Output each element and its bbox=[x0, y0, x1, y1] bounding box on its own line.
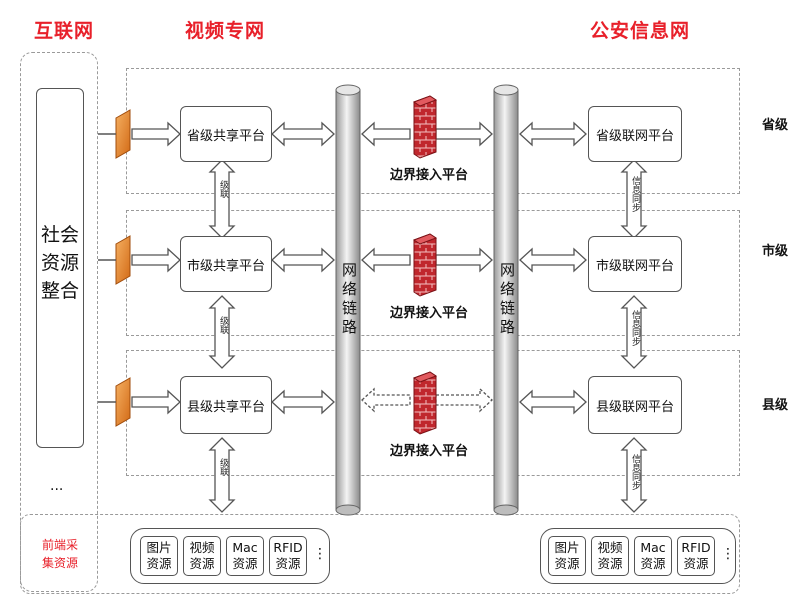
sync-label-video-2: 级联 bbox=[218, 316, 228, 334]
lane-front-end bbox=[20, 514, 740, 594]
share-platform-province[interactable]: 省级共享平台 bbox=[180, 106, 272, 162]
social-label-3: 整合 bbox=[40, 280, 79, 302]
police-platform-city[interactable]: 市级联网平台 bbox=[588, 236, 682, 292]
police-platform-label: 市级联网平台 bbox=[595, 258, 674, 274]
resource-more-left: ⋮ bbox=[313, 546, 327, 562]
arrow-police-vert-3 bbox=[620, 437, 648, 513]
resource-video-left[interactable]: 视频资源 bbox=[183, 536, 221, 576]
tier-label-county: 县级 bbox=[762, 398, 789, 413]
border-label-province: 边界接入平台 bbox=[390, 168, 469, 183]
social-ellipsis: ... bbox=[50, 478, 64, 494]
share-platform-city[interactable]: 市级共享平台 bbox=[180, 236, 272, 292]
link-label-police: 网络链路 bbox=[498, 262, 516, 338]
arrow-fw-pipe-right-province bbox=[435, 121, 493, 147]
pipe-video bbox=[335, 84, 361, 516]
arrow-pipe-police-county bbox=[519, 389, 587, 415]
header-video-net: 视频专网 bbox=[185, 20, 266, 42]
firewall-icon-city bbox=[412, 233, 438, 297]
police-platform-label: 省级联网平台 bbox=[595, 128, 674, 144]
link-label-video: 网络链路 bbox=[340, 262, 358, 338]
resource-mac-left[interactable]: Mac资源 bbox=[226, 536, 264, 576]
arrow-gw-share-city bbox=[131, 247, 181, 273]
resource-image-right[interactable]: 图片资源 bbox=[548, 536, 586, 576]
tier-label-province: 省级 bbox=[762, 118, 789, 133]
internet-zone bbox=[20, 52, 98, 592]
gateway-icon-county bbox=[98, 377, 131, 427]
police-platform-county[interactable]: 县级联网平台 bbox=[588, 376, 682, 434]
arrow-pipe-police-city bbox=[519, 247, 587, 273]
arrow-share-pipe-county bbox=[271, 389, 335, 415]
arrow-pipe-fw-left-county bbox=[361, 387, 411, 413]
header-internet: 互联网 bbox=[34, 20, 95, 42]
gateway-icon-city bbox=[98, 235, 131, 285]
firewall-icon-province bbox=[412, 95, 438, 159]
border-label-city: 边界接入平台 bbox=[390, 306, 469, 321]
resource-rfid-right[interactable]: RFID资源 bbox=[677, 536, 715, 576]
arrow-share-vert-3 bbox=[208, 437, 236, 513]
arrow-share-pipe-city bbox=[271, 247, 335, 273]
arrow-share-vert-1 bbox=[208, 159, 236, 239]
pipe-police bbox=[493, 84, 519, 516]
sync-label-video-3: 级联 bbox=[218, 458, 228, 476]
header-police-net: 公安信息网 bbox=[590, 20, 691, 42]
arrow-gw-share-province bbox=[131, 121, 181, 147]
front-end-label: 前端采 集资源 bbox=[30, 536, 90, 572]
share-platform-county[interactable]: 县级共享平台 bbox=[180, 376, 272, 434]
social-label-2: 资源 bbox=[40, 252, 79, 274]
arrow-gw-share-county bbox=[131, 389, 181, 415]
sync-label-video-1: 级联 bbox=[218, 180, 228, 198]
firewall-icon-county bbox=[412, 371, 438, 435]
arrow-pipe-fw-left-city bbox=[361, 247, 411, 273]
share-platform-label: 市级共享平台 bbox=[186, 258, 265, 274]
gateway-icon-province bbox=[98, 109, 131, 159]
resource-image-left[interactable]: 图片资源 bbox=[140, 536, 178, 576]
resource-rfid-left[interactable]: RFID资源 bbox=[269, 536, 307, 576]
arrow-police-vert-2 bbox=[620, 295, 648, 369]
arrow-pipe-fw-left-province bbox=[361, 121, 411, 147]
arrow-fw-pipe-right-county bbox=[435, 387, 493, 413]
tier-label-city: 市级 bbox=[762, 244, 789, 259]
social-resource-box: 社会 资源 整合 bbox=[36, 88, 84, 448]
police-platform-province[interactable]: 省级联网平台 bbox=[588, 106, 682, 162]
share-platform-label: 省级共享平台 bbox=[186, 128, 265, 144]
share-platform-label: 县级共享平台 bbox=[186, 399, 265, 415]
sync-label-police-2: 信息同步 bbox=[630, 310, 640, 346]
arrow-share-vert-2 bbox=[208, 295, 236, 369]
social-label-1: 社会 bbox=[40, 224, 79, 246]
arrow-pipe-police-province bbox=[519, 121, 587, 147]
resource-video-right[interactable]: 视频资源 bbox=[591, 536, 629, 576]
front-end-label-line1: 前端采 bbox=[41, 538, 78, 552]
border-label-county: 边界接入平台 bbox=[390, 444, 469, 459]
sync-label-police-1: 信息同步 bbox=[630, 176, 640, 212]
front-end-label-line2: 集资源 bbox=[41, 556, 78, 570]
arrow-fw-pipe-right-city bbox=[435, 247, 493, 273]
resource-more-right: ⋮ bbox=[721, 546, 735, 562]
police-platform-label: 县级联网平台 bbox=[595, 399, 674, 415]
resource-mac-right[interactable]: Mac资源 bbox=[634, 536, 672, 576]
arrow-share-pipe-province bbox=[271, 121, 335, 147]
sync-label-police-3: 信息同步 bbox=[630, 454, 640, 490]
